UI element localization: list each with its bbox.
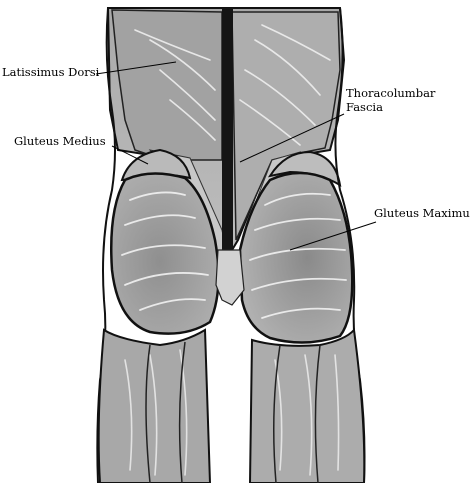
latissimus-dorsi-right <box>231 11 341 241</box>
right-thigh <box>248 327 366 483</box>
label-gluteus-medius: Gluteus Medius <box>14 134 106 148</box>
left-thigh <box>97 328 212 483</box>
gluteus-maximus-right <box>238 171 354 344</box>
label-latissimus-dorsi: Latissimus Dorsi <box>2 65 100 79</box>
label-gluteus-maximus: Gluteus Maximus <box>374 206 470 220</box>
leader-latissimus <box>95 61 177 75</box>
label-thoracolumbar-fascia: Thoracolumbar Fascia <box>346 86 436 114</box>
spine <box>222 8 233 252</box>
leader-thoracolumbar <box>239 113 345 163</box>
sacrum <box>215 249 245 306</box>
gluteus-maximus-left <box>109 172 220 335</box>
leader-gluteus-medius <box>111 145 149 165</box>
leader-gluteus-maximus <box>289 221 377 251</box>
